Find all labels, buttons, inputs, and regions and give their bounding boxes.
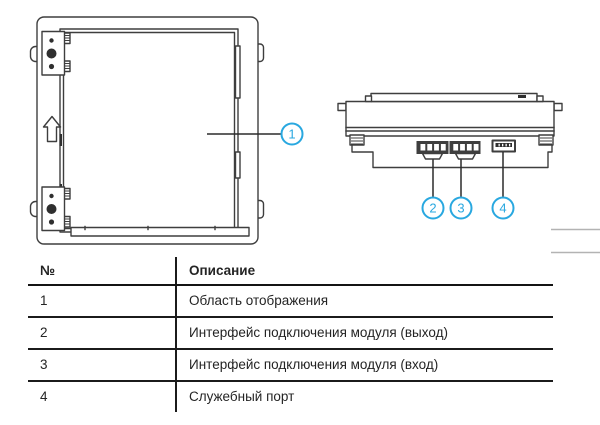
page-margin-lines <box>551 228 600 254</box>
callout-circle <box>449 196 473 220</box>
service-port <box>491 139 516 153</box>
row-num: 4 <box>40 388 48 404</box>
row-num: 2 <box>40 324 48 340</box>
screw-head <box>46 48 57 59</box>
column-header-description: Описание <box>175 257 553 284</box>
callout-label: 3 <box>457 201 464 216</box>
row-description: Интерфейс подключения модуля (вход) <box>175 349 553 380</box>
side-view-diagram: 2 3 4 <box>337 92 563 220</box>
screw-dot <box>49 38 54 43</box>
mounting-bracket-bottom <box>41 186 71 232</box>
side-body-outline <box>345 100 555 137</box>
row-description: Служебный порт <box>175 381 553 412</box>
module-connector-in <box>449 141 481 160</box>
callout-4: 4 <box>491 152 515 220</box>
top-cover-plate <box>364 92 544 103</box>
side-tab-left <box>337 102 347 112</box>
screw-head <box>46 204 57 214</box>
column-header-num: № <box>40 262 56 278</box>
foot-left <box>349 134 365 146</box>
callout-label: 4 <box>499 201 506 216</box>
callout-2: 2 <box>421 159 445 220</box>
row-num: 1 <box>40 292 48 308</box>
device-figure: 1 <box>29 16 600 254</box>
callout-1: 1 <box>207 122 304 146</box>
table-header-row: № Описание <box>28 257 553 286</box>
callout-label: 2 <box>429 201 436 216</box>
front-view-diagram: 1 <box>29 16 304 245</box>
side-tab-right <box>553 102 563 112</box>
display-area <box>59 28 250 237</box>
callout-label: 1 <box>288 127 295 142</box>
screw-dot <box>49 193 54 199</box>
row-description: Область отображения <box>175 285 553 316</box>
callout-circle <box>280 122 304 146</box>
description-table: № Описание 1 Область отображения 2 Интер… <box>28 257 553 412</box>
screw-dot <box>48 219 55 225</box>
up-arrow-icon <box>42 115 62 143</box>
foot-right <box>538 134 554 146</box>
table-row: 4 Служебный порт <box>28 381 553 412</box>
table-row: 3 Интерфейс подключения модуля (вход) <box>28 349 553 382</box>
table-row: 1 Область отображения <box>28 285 553 318</box>
mounting-bracket-top <box>41 30 71 76</box>
callout-circle <box>421 196 445 220</box>
row-num: 3 <box>40 356 48 372</box>
callout-circle <box>491 196 515 220</box>
screw-dot <box>48 63 55 70</box>
callout-3: 3 <box>449 159 473 220</box>
table-row: 2 Интерфейс подключения модуля (выход) <box>28 317 553 350</box>
row-description: Интерфейс подключения модуля (выход) <box>175 317 553 348</box>
module-connector-out <box>416 141 449 160</box>
